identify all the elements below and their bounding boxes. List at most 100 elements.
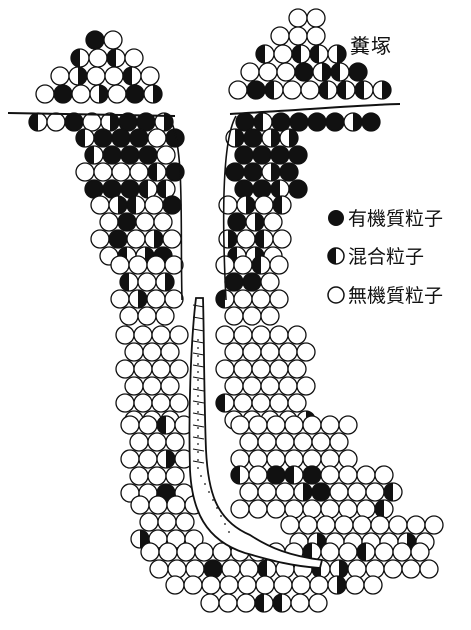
inorganic-particle [276,433,294,451]
inorganic-particle [168,560,186,578]
inorganic-particle [152,360,170,378]
inorganic-particle [303,500,321,518]
inorganic-particle [105,67,123,85]
inorganic-particle [309,594,327,612]
legend-item-organic: 有機質粒子 [326,204,443,231]
ground-surface-line [8,104,400,116]
inorganic-particle [243,377,261,395]
inorganic-particle [202,576,220,594]
inorganic-particle [371,516,389,534]
organic-particle [86,31,104,49]
inorganic-particle [225,377,243,395]
inorganic-particle [301,81,319,99]
inorganic-particle [366,560,384,578]
inorganic-particle [277,63,295,81]
mixed-particle [157,416,175,434]
inorganic-particle [281,516,299,534]
organic-particle [295,63,313,81]
inorganic-particle [127,230,145,248]
inorganic-particle [375,466,393,484]
mixed-particle [319,81,337,99]
organic-particle [236,113,254,131]
organic-particle [272,113,290,131]
mixed-particle [337,81,355,99]
inorganic-particle [288,360,306,378]
inorganic-particle [339,416,357,434]
inorganic-particle [297,343,315,361]
earthworm-dot [208,491,210,493]
half-filled-circle-icon [326,246,346,266]
inorganic-particle [152,326,170,344]
mixed-particle [123,67,141,85]
organic-particle [130,129,148,147]
mixed-particle [157,450,175,468]
organic-particle [118,213,136,231]
inorganic-particle [222,560,240,578]
mixed-particle [156,273,174,291]
organic-particle [308,113,326,131]
inorganic-particle [279,377,297,395]
inorganic-particle [297,377,315,395]
inorganic-particle [330,483,348,501]
inorganic-particle [143,377,161,395]
inorganic-particle [258,433,276,451]
inorganic-particle [256,576,274,594]
open-circle-icon [326,285,346,305]
earthworm-dot [197,403,199,405]
organic-particle [121,146,139,164]
organic-particle [290,113,308,131]
inorganic-particle [366,483,384,501]
earthworm-dot [197,363,199,365]
inorganic-particle [274,576,292,594]
inorganic-particle [243,307,261,325]
mixed-particle [292,45,310,63]
mixed-particle [262,163,280,181]
inorganic-particle [238,576,256,594]
inorganic-particle [234,256,252,274]
organic-particle [247,81,265,99]
mixed-particle [256,45,274,63]
inorganic-particle [231,500,249,518]
organic-particle [289,180,307,198]
inorganic-particle [51,67,69,85]
mixed-particle [373,81,391,99]
organic-particle [243,273,261,291]
inorganic-particle [121,416,139,434]
inorganic-particle [411,543,429,561]
inorganic-particle [307,9,325,27]
inorganic-particle [270,360,288,378]
inorganic-particle [156,307,174,325]
legend-item-inorganic: 無機質粒子 [326,281,443,308]
earthworm-dot [197,443,199,445]
inorganic-particle [283,81,301,99]
mixed-particle [157,180,175,198]
earthworm-dot [200,475,202,477]
mixed-particle [313,63,331,81]
organic-particle [326,113,344,131]
mixed-particle [294,483,312,501]
inorganic-particle [184,576,202,594]
inorganic-particle [143,343,161,361]
inorganic-particle [134,394,152,412]
organic-particle [204,560,222,578]
inorganic-particle [289,27,307,45]
earthworm-dot [197,467,199,469]
inorganic-particle [112,163,130,181]
inorganic-particle [148,433,166,451]
inorganic-particle [407,516,425,534]
earthworm-dot [197,411,199,413]
organic-particle [139,146,157,164]
mixed-particle [144,85,162,103]
earthworm-dot [212,499,214,501]
mixed-particle [216,394,234,412]
mixed-particle [344,113,362,131]
inorganic-particle [138,307,156,325]
filled-circle-icon [326,208,346,228]
mixed-particle [331,63,349,81]
legend-label-mixed: 混合粒子 [348,242,424,269]
inorganic-particle [134,326,152,344]
inorganic-particle [317,516,335,534]
inorganic-particle [147,290,165,308]
inorganic-particle [335,516,353,534]
